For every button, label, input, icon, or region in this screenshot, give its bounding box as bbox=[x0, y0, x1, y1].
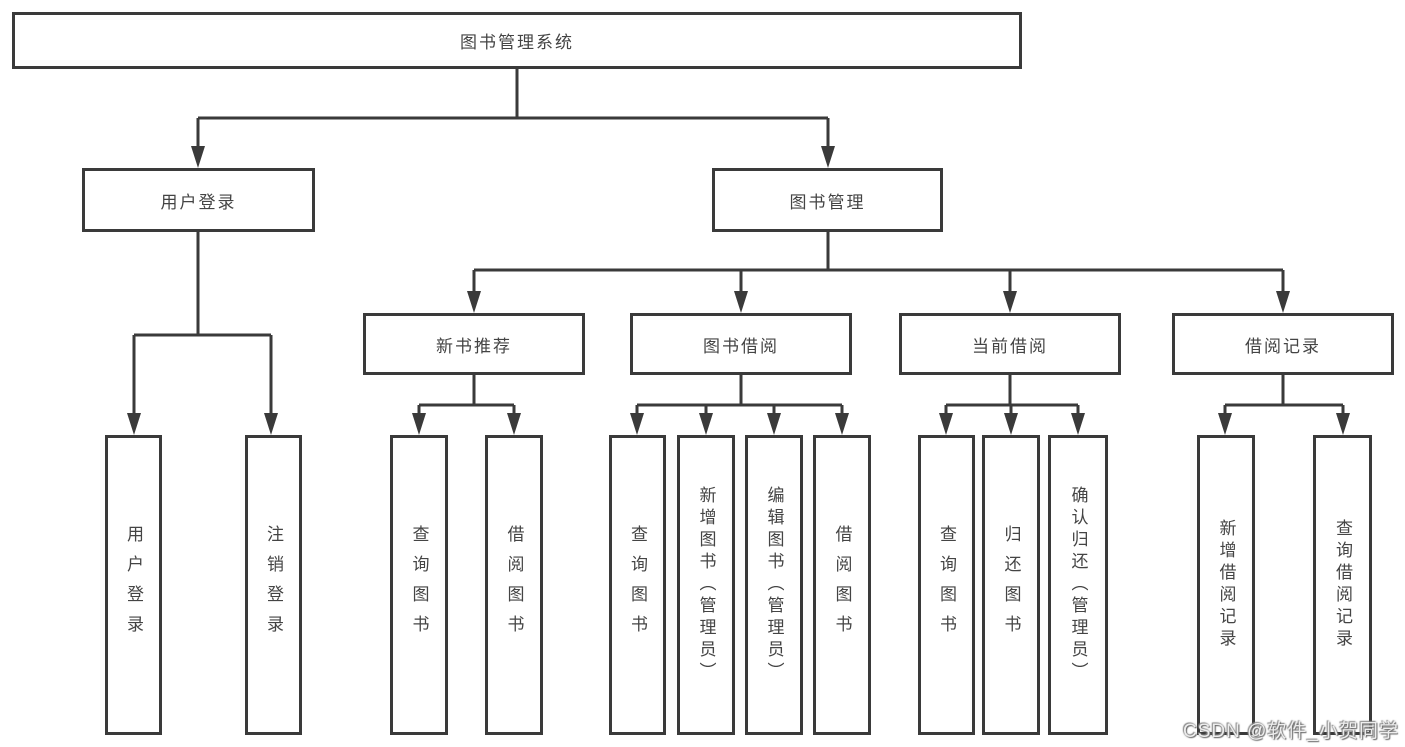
node-current-borrowing: 当前借阅 bbox=[899, 313, 1121, 375]
node-label: 用户登录 bbox=[160, 192, 237, 212]
node-book-borrowing: 图书借阅 bbox=[630, 313, 852, 375]
leaf-query-books-current: 查询图书 bbox=[918, 435, 975, 735]
leaf-query-books-borrowing: 查询图书 bbox=[609, 435, 666, 735]
node-label: 图书管理系统 bbox=[460, 33, 574, 52]
node-label: 借阅图书 bbox=[504, 525, 524, 645]
node-user-login: 用户登录 bbox=[82, 168, 315, 232]
node-label: 借阅记录 bbox=[1245, 336, 1321, 356]
node-label: 借阅图书 bbox=[832, 525, 852, 645]
csdn-watermark: CSDN @软件_小贺同学 bbox=[1183, 721, 1399, 742]
node-label: 注销登录 bbox=[264, 525, 283, 645]
node-label: 新增图书（管理员） bbox=[696, 486, 716, 684]
node-label: 图书借阅 bbox=[703, 336, 779, 356]
leaf-query-books-recommend: 查询图书 bbox=[390, 435, 448, 735]
node-label: 用户登录 bbox=[124, 525, 143, 645]
leaf-add-books-admin: 新增图书（管理员） bbox=[677, 435, 735, 735]
leaf-logout: 注销登录 bbox=[245, 435, 302, 735]
leaf-return-books: 归还图书 bbox=[982, 435, 1040, 735]
node-label: 查询图书 bbox=[937, 525, 956, 645]
leaf-borrow-books: 借阅图书 bbox=[813, 435, 871, 735]
node-library-management-system: 图书管理系统 bbox=[12, 12, 1022, 69]
node-label: 编辑图书（管理员） bbox=[764, 486, 784, 684]
node-label: 新增借阅记录 bbox=[1216, 519, 1236, 651]
leaf-borrow-books-recommend: 借阅图书 bbox=[485, 435, 543, 735]
node-label: 查询图书 bbox=[409, 525, 429, 645]
node-label: 新书推荐 bbox=[436, 336, 512, 356]
leaf-edit-books-admin: 编辑图书（管理员） bbox=[745, 435, 803, 735]
leaf-query-borrow-record: 查询借阅记录 bbox=[1313, 435, 1372, 735]
node-new-book-recommendation: 新书推荐 bbox=[363, 313, 585, 375]
node-label: 归还图书 bbox=[1001, 525, 1021, 645]
node-label: 确认归还（管理员） bbox=[1068, 486, 1088, 684]
leaf-confirm-return-admin: 确认归还（管理员） bbox=[1048, 435, 1108, 735]
node-label: 图书管理 bbox=[789, 192, 866, 212]
leaf-add-borrow-record: 新增借阅记录 bbox=[1197, 435, 1255, 735]
node-borrowing-records: 借阅记录 bbox=[1172, 313, 1394, 375]
leaf-user-login: 用户登录 bbox=[105, 435, 162, 735]
node-label: 查询图书 bbox=[628, 525, 647, 645]
node-book-management: 图书管理 bbox=[712, 168, 943, 232]
node-label: 查询借阅记录 bbox=[1333, 519, 1352, 651]
node-label: 当前借阅 bbox=[972, 336, 1048, 356]
